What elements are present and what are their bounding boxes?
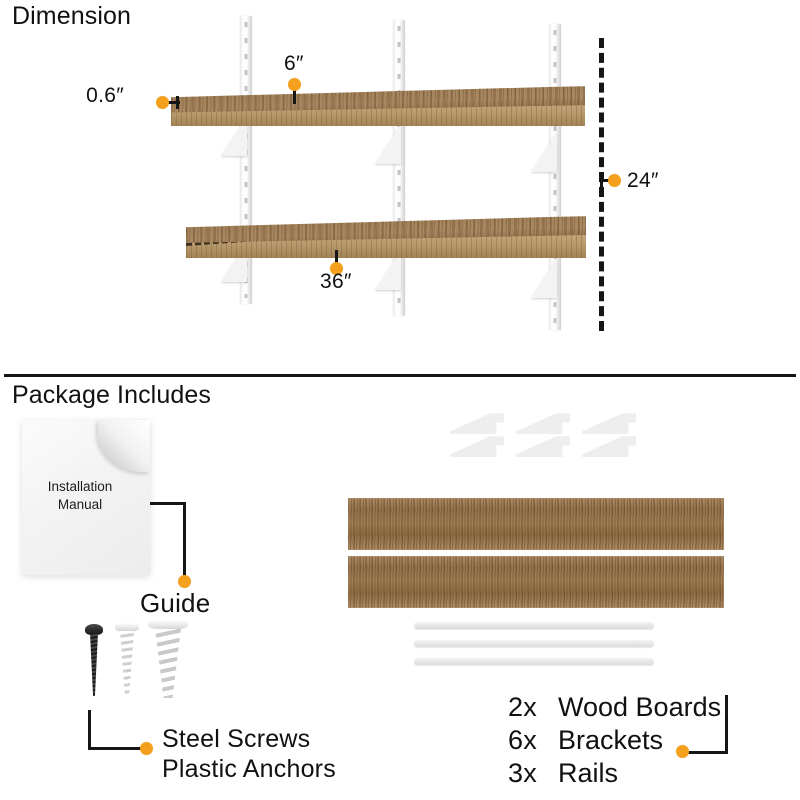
manual-line-2: Manual [57,497,103,512]
parts-list-row: 6x Brackets [508,725,721,758]
part-name: Brackets [558,725,664,755]
rail-slots [244,22,248,298]
package-bracket [516,436,570,457]
anchor-collar [115,623,139,632]
manual-line-1: Installation [47,479,113,494]
package-bracket [582,413,636,434]
package-includes-section: Package Includes Installation Manual Gui… [0,372,800,800]
screw-thread [90,633,98,696]
screw-head [85,624,103,635]
package-wood-board [348,556,724,608]
anchor-body [155,629,181,698]
shelf-bracket [375,124,401,164]
package-bracket [450,413,504,434]
plastic-anchors-label: Plastic Anchors [162,755,336,783]
rail-slots [553,30,557,324]
anchor-flange [148,620,188,630]
parts-list-row: 3x Rails [508,758,721,791]
height-label: 24″ [627,169,659,192]
height-tick [600,174,603,187]
part-name: Wood Boards [558,692,722,722]
parts-callout-dot [676,745,689,758]
width-label: 36″ [320,270,352,293]
fastener-callout-dot [140,742,153,755]
depth-label: 6″ [284,52,304,75]
guide-leader-horizontal [150,502,186,505]
part-quantity: 6x [508,725,537,755]
thickness-callout-dot [156,96,169,109]
fastener-leader-horizontal [88,747,146,750]
dimension-section-title: Dimension [12,2,132,30]
parts-leader-vertical [725,695,728,753]
package-bracket [582,436,636,457]
shelf-bracket [531,132,557,172]
installation-manual: Installation Manual [22,420,150,575]
plastic-anchor-large-icon [148,620,188,698]
depth-callout-dot [288,78,301,91]
package-bracket [516,413,570,434]
guide-leader-vertical [183,502,186,578]
package-rail [414,640,654,647]
steel-screws-label: Steel Screws [162,725,311,753]
package-rail [414,622,654,629]
dimension-section: Dimension [0,0,800,372]
depth-leader [293,84,296,104]
plastic-anchor-small-icon [114,623,140,697]
parts-quantity-list: 2x Wood Boards 6x Brackets 3x Rails [508,692,721,791]
manual-page-curl-icon [98,420,150,472]
steel-screw-icon [84,624,104,696]
guide-callout-dot [178,575,191,588]
rail-slots [397,26,401,310]
height-callout-dot [608,174,621,187]
thickness-label: 0.6″ [86,84,124,107]
package-bracket [450,436,504,457]
part-quantity: 3x [508,758,537,788]
section-divider [4,374,796,377]
width-leader [335,250,338,268]
package-rail [414,658,654,665]
manual-text: Installation Manual [30,478,130,514]
fastener-leader-vertical [88,710,91,750]
shelf-bracket [531,258,557,298]
guide-label: Guide [140,588,211,618]
parts-leader-horizontal [680,751,728,754]
thickness-leader [164,101,180,104]
parts-list-row: 2x Wood Boards [508,692,721,725]
part-name: Rails [558,758,619,788]
part-quantity: 2x [508,692,537,722]
anchor-body [119,631,135,697]
package-section-title: Package Includes [12,381,211,409]
package-wood-board [348,498,724,550]
width-callout-dot [330,262,343,275]
